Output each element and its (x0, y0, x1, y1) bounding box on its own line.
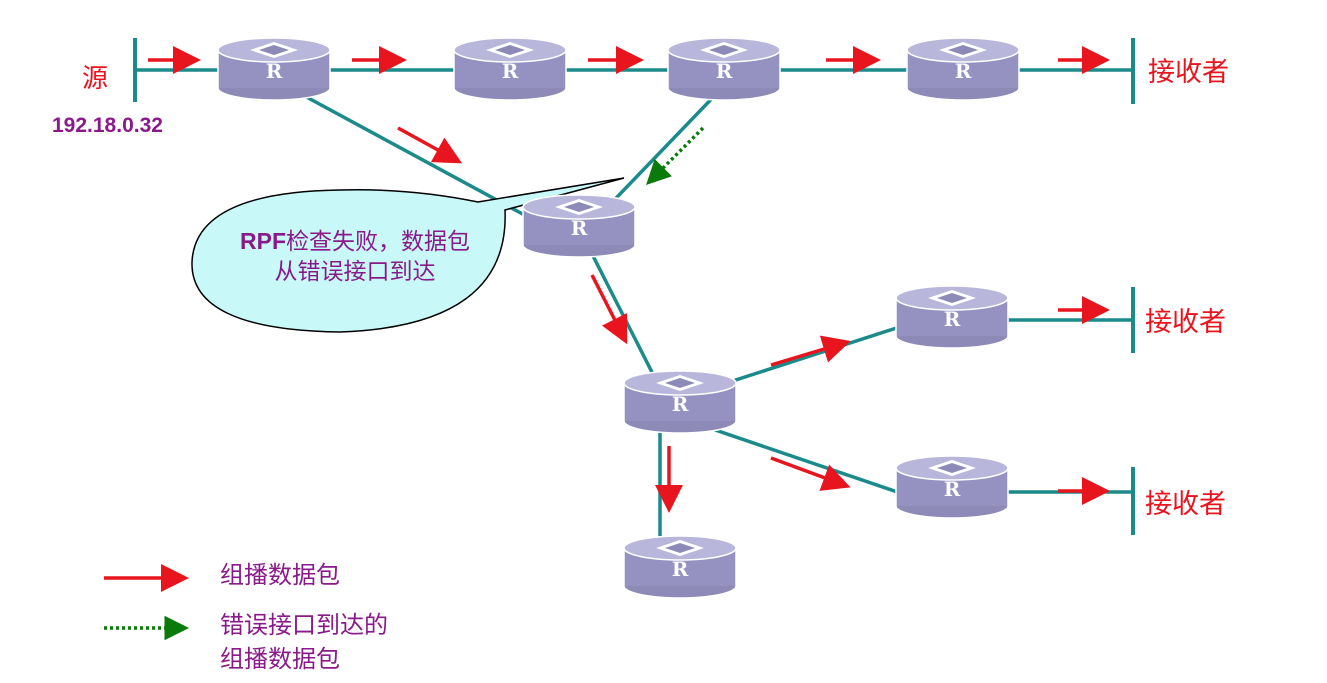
receiver-label: 接收者 (1145, 489, 1226, 520)
router-r8 (895, 455, 1009, 519)
receiver-label: 接收者 (1145, 307, 1226, 338)
router-r5-rpf-fail (522, 194, 636, 258)
legend-wrong-line-1: 错误接口到达的 (220, 611, 388, 639)
router-r6 (623, 370, 737, 434)
router-r4 (906, 37, 1020, 101)
mcast-arrow (770, 335, 851, 367)
receiver-label: 接收者 (1148, 57, 1229, 88)
router-r7 (895, 285, 1009, 349)
mcast-arrow (590, 274, 628, 345)
router-r3 (667, 37, 781, 101)
segment-bars (133, 38, 1135, 535)
router-r9 (623, 535, 737, 599)
callout-line-2: 从错误接口到达 (274, 259, 436, 285)
callout-rpf: RPF (240, 228, 286, 254)
wrong-interface-arrow (646, 126, 705, 185)
legend-wrong-interface-label: 错误接口到达的 组播数据包 (220, 608, 388, 676)
source-label: 源 (82, 64, 109, 94)
source-ip: 192.18.0.32 (52, 114, 163, 137)
callout-line-1-rest: 检查失败，数据包 (286, 229, 470, 255)
router-r2 (453, 37, 567, 101)
callout-line-1: RPF检查失败，数据包 (205, 226, 505, 257)
link-r5-to-r6 (588, 249, 662, 389)
rpf-callout-bubble (191, 177, 625, 333)
rpf-callout-text: RPF检查失败，数据包 从错误接口到达 (205, 226, 505, 287)
link-r6-to-r8 (679, 416, 916, 500)
legend-multicast-label: 组播数据包 (220, 561, 340, 589)
link-r1-to-r5 (274, 78, 531, 220)
mcast-arrow (397, 126, 463, 164)
legend-wrong-line-2: 组播数据包 (220, 645, 340, 673)
multicast-arrows (148, 46, 1110, 513)
mcast-arrow (770, 456, 851, 491)
router-r1 (217, 37, 331, 101)
